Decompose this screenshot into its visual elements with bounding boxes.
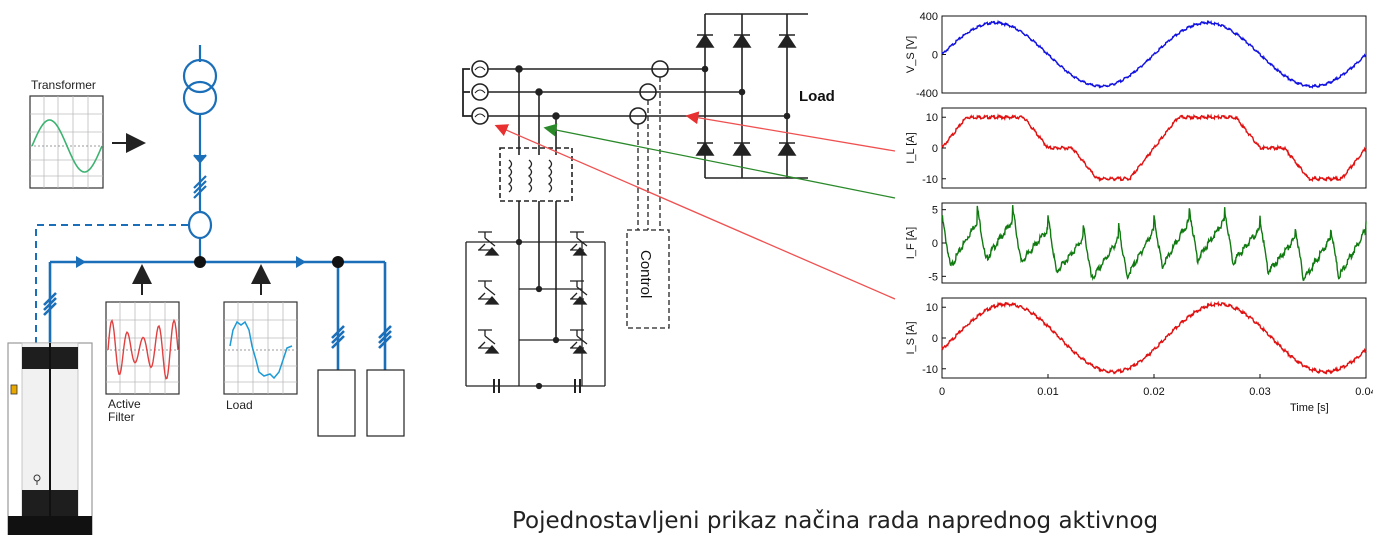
diode-rectifier	[695, 13, 808, 179]
y-tick-label: -400	[916, 88, 938, 100]
transformer-label: Transformer	[31, 78, 96, 92]
annotation-arrow-load-current	[685, 111, 896, 152]
active-filter-label-line1: Active	[108, 397, 141, 411]
active-filter-cabinet-icon	[7, 342, 93, 535]
waveform-series-I_L	[941, 113, 1367, 183]
bus-node	[194, 256, 206, 268]
chart-frame	[941, 107, 1367, 189]
transformer-symbol-icon	[182, 45, 218, 262]
source-icon	[471, 60, 489, 78]
waveform-series-V_S	[941, 19, 1367, 89]
y-tick-label: 10	[926, 112, 938, 124]
y-axis-label: I_S [A]	[905, 321, 917, 354]
y-tick-label: 0	[932, 238, 938, 250]
load-scope-icon	[223, 301, 298, 395]
y-tick-label: 400	[920, 11, 938, 23]
y-tick-label: -10	[922, 364, 938, 376]
y-tick-label: -5	[928, 271, 938, 283]
chart-frame	[941, 297, 1367, 379]
left-power-diagram: Transformer	[7, 45, 405, 535]
x-tick-label: 0	[939, 386, 945, 398]
y-axis-label: I_L [A]	[905, 132, 917, 163]
y-tick-label: 10	[926, 302, 938, 314]
y-axis-label: V_S [V]	[905, 36, 917, 73]
annotation-arrow-source-current	[494, 124, 896, 300]
measurement-link	[35, 224, 188, 345]
transformer-scope-icon	[29, 95, 104, 189]
annotation-arrow-filter-current	[543, 123, 896, 199]
y-tick-label: 0	[932, 50, 938, 62]
y-tick-label: 0	[932, 333, 938, 345]
source-icon	[471, 107, 489, 125]
control-label: Control	[637, 250, 654, 298]
load-box	[366, 369, 405, 437]
y-tick-label: 5	[932, 205, 938, 217]
bus-node	[332, 256, 344, 268]
main-bus	[43, 256, 392, 370]
load-box	[317, 369, 356, 437]
waveform-series-I_S	[941, 300, 1367, 375]
waveform-series-I_F	[941, 205, 1367, 282]
active-filter-label-line2: Filter	[108, 410, 135, 424]
x-tick-label: 0.01	[1037, 386, 1058, 398]
circuit-schematic	[462, 13, 808, 393]
inverter-bridge	[465, 231, 606, 393]
active-filter-scope-icon	[105, 301, 180, 395]
x-tick-label: 0.04	[1355, 386, 1373, 398]
x-tick-label: 0.02	[1143, 386, 1164, 398]
source-icon	[471, 83, 489, 101]
y-axis-label: I_F [A]	[905, 227, 917, 259]
x-tick-label: 0.03	[1249, 386, 1270, 398]
y-tick-label: 0	[932, 143, 938, 155]
figure-caption: Pojednostavljeni prikaz načina rada napr…	[512, 508, 1159, 534]
load-label-circuit: Load	[799, 88, 835, 105]
load-label-left: Load	[226, 398, 253, 412]
y-tick-label: -10	[922, 174, 938, 186]
x-axis-label: Time [s]	[1290, 402, 1329, 414]
